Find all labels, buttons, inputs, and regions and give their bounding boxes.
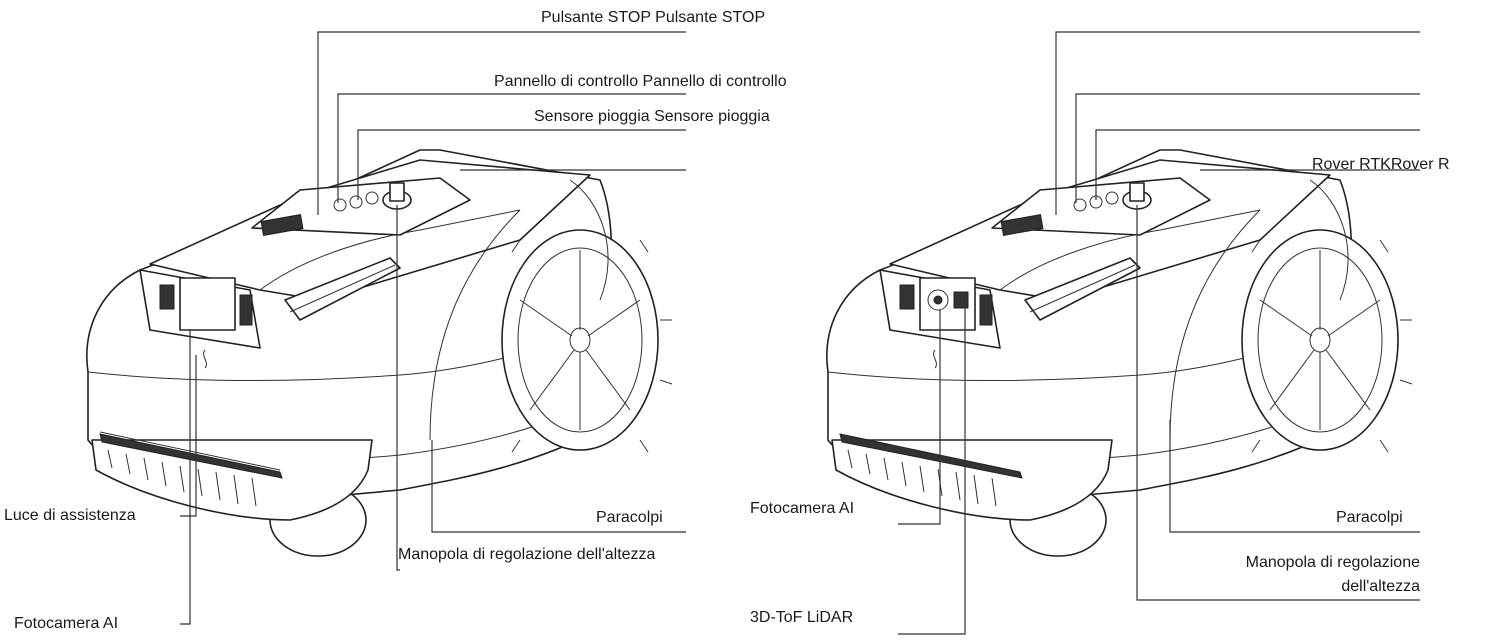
right-wheel [1241,229,1413,453]
label-height-knob-left: Manopola di regolazione dell'altezza [398,546,656,563]
left-leader-lines [180,31,686,625]
left-wheel [501,229,673,453]
label-bumper-right: Paracolpi [1336,509,1403,526]
left-mower-drawing [86,149,673,557]
right-leader-lines [898,31,1420,635]
label-lidar: 3D-ToF LiDAR [750,609,854,626]
right-mower-drawing [826,149,1413,557]
label-control-panel: Pannello di controllo Pannello di contro… [494,73,787,90]
label-ai-camera-right: Fotocamera AI [750,500,855,517]
label-bumper-left: Paracolpi [596,509,663,526]
label-assist-light: Luce di assistenza [4,507,136,524]
label-height-knob-right-line1: Manopola di regolazione [1245,554,1420,571]
label-stop-button: Pulsante STOP Pulsante STOP [541,9,766,26]
label-rtk-rover: Rover RTKRover R [1312,156,1450,173]
label-ai-camera-left: Fotocamera AI [14,615,119,632]
label-rain-sensor: Sensore pioggia Sensore pioggia [534,108,770,125]
left-cutting-grille [99,431,283,507]
label-height-knob-right-line2: dell'altezza [1341,578,1420,595]
